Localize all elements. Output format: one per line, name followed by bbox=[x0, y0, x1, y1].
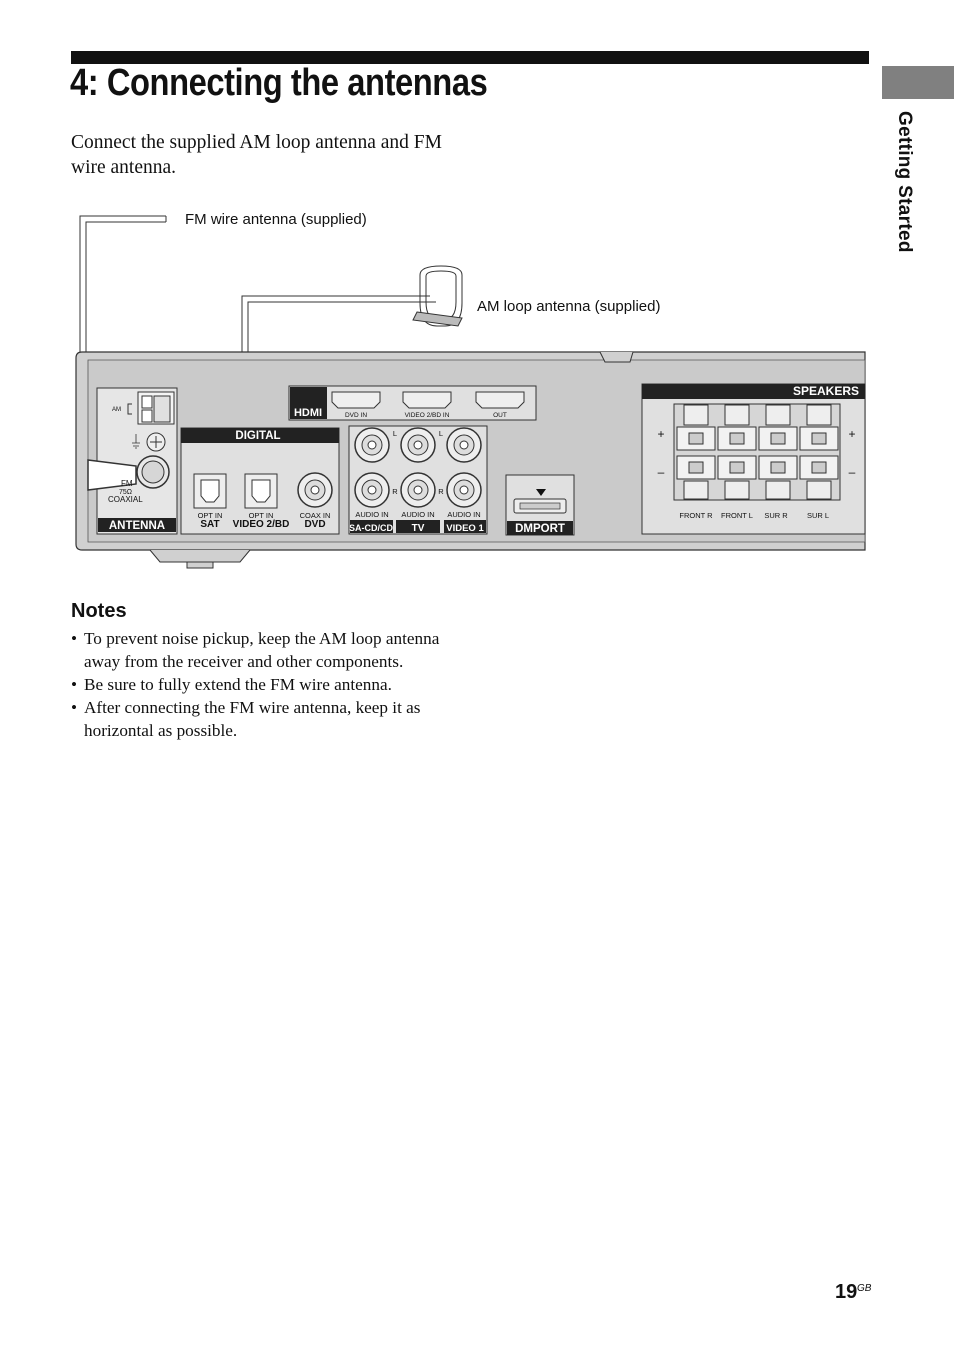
hdmi-port-label: VIDEO 2/BD IN bbox=[405, 412, 450, 419]
speaker-channel-label: SUR R bbox=[764, 511, 788, 520]
digital-input-block: DIGITAL OPT IN SAT OPT IN VIDEO 2/BD COA… bbox=[180, 427, 340, 535]
audio-port-label: AUDIO IN bbox=[401, 510, 434, 519]
channel-right-label: R bbox=[438, 487, 444, 496]
speaker-terminal-sur-l: SUR L bbox=[799, 404, 839, 520]
optical-input-video2: OPT IN VIDEO 2/BD bbox=[233, 473, 290, 530]
hdmi-port-label: OUT bbox=[493, 412, 507, 419]
audio-port-label: AUDIO IN bbox=[447, 510, 480, 519]
note-item: • To prevent noise pickup, keep the AM lo… bbox=[71, 627, 461, 673]
notes-heading: Notes bbox=[71, 600, 127, 622]
speaker-terminal-block: SPEAKERS + – + – FRONT R FRONT L bbox=[641, 383, 866, 535]
antenna-panel-label: ANTENNA bbox=[109, 520, 165, 532]
audio-input-block: AUDIO IN SA-CD/CD L R AUDIO IN TV L R bbox=[348, 425, 488, 535]
hdmi-port-out: OUT bbox=[475, 391, 525, 419]
note-text: After connecting the FM wire antenna, ke… bbox=[84, 698, 421, 740]
note-item: • Be sure to fully extend the FM wire ant… bbox=[71, 673, 461, 696]
am-antenna-callout: AM loop antenna (supplied) bbox=[477, 298, 660, 315]
audio-port-source: TV bbox=[412, 523, 425, 534]
speaker-channel-label: SUR L bbox=[807, 511, 829, 520]
audio-port-source: VIDEO 1 bbox=[446, 523, 484, 534]
bullet-icon: • bbox=[71, 675, 78, 694]
digital-port-label: OPT IN bbox=[198, 511, 223, 520]
dmport-block: DMPORT bbox=[505, 474, 575, 536]
hdmi-port-video2: VIDEO 2/BD IN bbox=[402, 391, 452, 419]
fm-impedance: 75Ω bbox=[119, 489, 132, 496]
speaker-plus-right: + bbox=[848, 427, 855, 441]
speaker-terminal-front-l: FRONT L bbox=[717, 404, 757, 520]
coaxial-input-dvd: COAX IN DVD bbox=[297, 472, 333, 530]
fm-coaxial-label: COAXIAL bbox=[108, 495, 143, 504]
audio-input-tv: L R AUDIO IN TV bbox=[392, 427, 440, 534]
audio-input-sacd: AUDIO IN SA-CD/CD bbox=[349, 427, 393, 533]
speaker-minus-right: – bbox=[849, 465, 856, 479]
hdmi-port-dvd: DVD IN bbox=[331, 391, 381, 419]
dmport-arrow-icon bbox=[536, 489, 546, 496]
speaker-channel-label: FRONT L bbox=[721, 511, 753, 520]
digital-panel-label: DIGITAL bbox=[235, 430, 280, 442]
audio-port-label: AUDIO IN bbox=[355, 510, 388, 519]
header-rule bbox=[71, 51, 869, 64]
intro-text: Connect the supplied AM loop antenna and… bbox=[71, 132, 442, 178]
am-label: AM bbox=[112, 407, 121, 413]
optical-input-sat: OPT IN SAT bbox=[193, 473, 227, 530]
note-text: To prevent noise pickup, keep the AM loo… bbox=[84, 629, 440, 671]
fm-label: FM bbox=[121, 479, 133, 488]
dmport-label: DMPORT bbox=[515, 523, 565, 535]
section-tab-marker bbox=[882, 66, 954, 99]
digital-port-label: OPT IN bbox=[249, 511, 274, 520]
audio-port-source: SA-CD/CD bbox=[349, 523, 393, 533]
speaker-plus-left: + bbox=[657, 427, 664, 441]
digital-port-source: VIDEO 2/BD bbox=[233, 519, 290, 530]
bullet-icon: • bbox=[71, 629, 78, 648]
page-number: 19 bbox=[835, 1281, 858, 1303]
speakers-panel-label: SPEAKERS bbox=[793, 384, 859, 398]
speaker-terminal-front-r: FRONT R bbox=[676, 404, 716, 520]
hdmi-block: HDMI DVD IN VIDEO 2/BD IN OUT bbox=[288, 385, 537, 421]
note-item: • After connecting the FM wire antenna, k… bbox=[71, 696, 461, 742]
digital-port-label: COAX IN bbox=[300, 511, 331, 520]
speaker-channel-label: FRONT R bbox=[679, 511, 713, 520]
speaker-minus-left: – bbox=[658, 465, 665, 479]
digital-port-source: SAT bbox=[200, 519, 219, 530]
notes-list: • To prevent noise pickup, keep the AM lo… bbox=[71, 627, 461, 742]
audio-input-video1: L R AUDIO IN VIDEO 1 bbox=[438, 427, 486, 534]
connection-diagram: FM wire antenna (supplied) AM loop anten… bbox=[75, 211, 866, 569]
channel-left-label: L bbox=[393, 429, 397, 438]
hdmi-logo: HDMI bbox=[294, 407, 322, 419]
antenna-terminal-block: AM FM 75Ω COAXIAL ANTENNA bbox=[87, 387, 178, 535]
page-number-suffix: GB bbox=[857, 1283, 872, 1294]
channel-right-label: R bbox=[392, 487, 398, 496]
fm-antenna-callout: FM wire antenna (supplied) bbox=[185, 211, 367, 228]
section-label: Getting Started bbox=[894, 111, 915, 253]
page-title: 4: Connecting the antennas bbox=[70, 62, 488, 104]
digital-port-source: DVD bbox=[304, 519, 325, 530]
speaker-terminal-sur-r: SUR R bbox=[758, 404, 798, 520]
hdmi-port-label: DVD IN bbox=[345, 412, 367, 419]
channel-left-label: L bbox=[439, 429, 443, 438]
note-text: Be sure to fully extend the FM wire ante… bbox=[84, 675, 392, 694]
bullet-icon: • bbox=[71, 698, 78, 717]
